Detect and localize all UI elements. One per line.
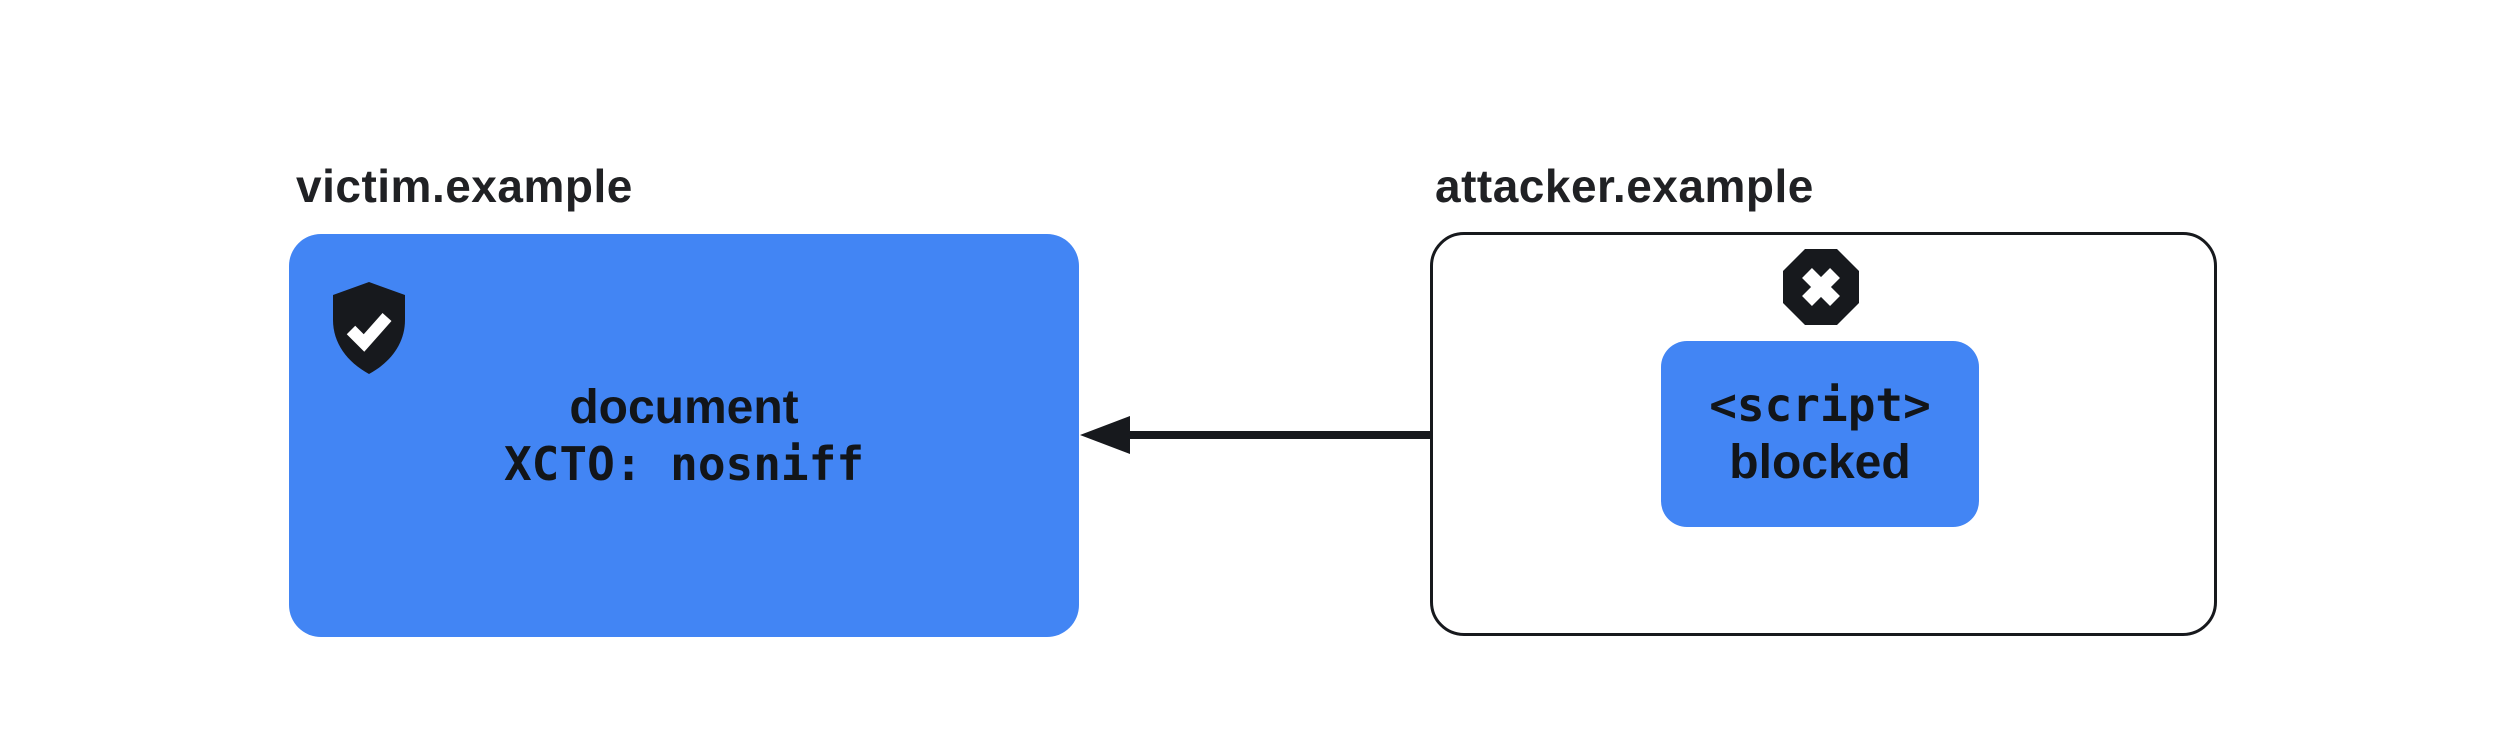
script-box-line-blocked: blocked (1729, 436, 1911, 489)
script-box-line-script-tag: <script> (1709, 378, 1931, 432)
victim-card-line-xcto-nosniff: XCTO: nosniff (503, 436, 865, 491)
victim-domain-label: victim.example (296, 160, 633, 212)
attacker-domain-label: attacker.example (1435, 160, 1814, 212)
victim-document-card: document XCTO: nosniff (289, 234, 1079, 637)
shield-check-icon (333, 282, 405, 374)
victim-card-line-document: document (569, 380, 799, 434)
x-octagon-icon (1783, 249, 1859, 325)
attacker-origin-card: <script> blocked (1430, 232, 2217, 636)
script-blocked-box: <script> blocked (1661, 341, 1979, 527)
